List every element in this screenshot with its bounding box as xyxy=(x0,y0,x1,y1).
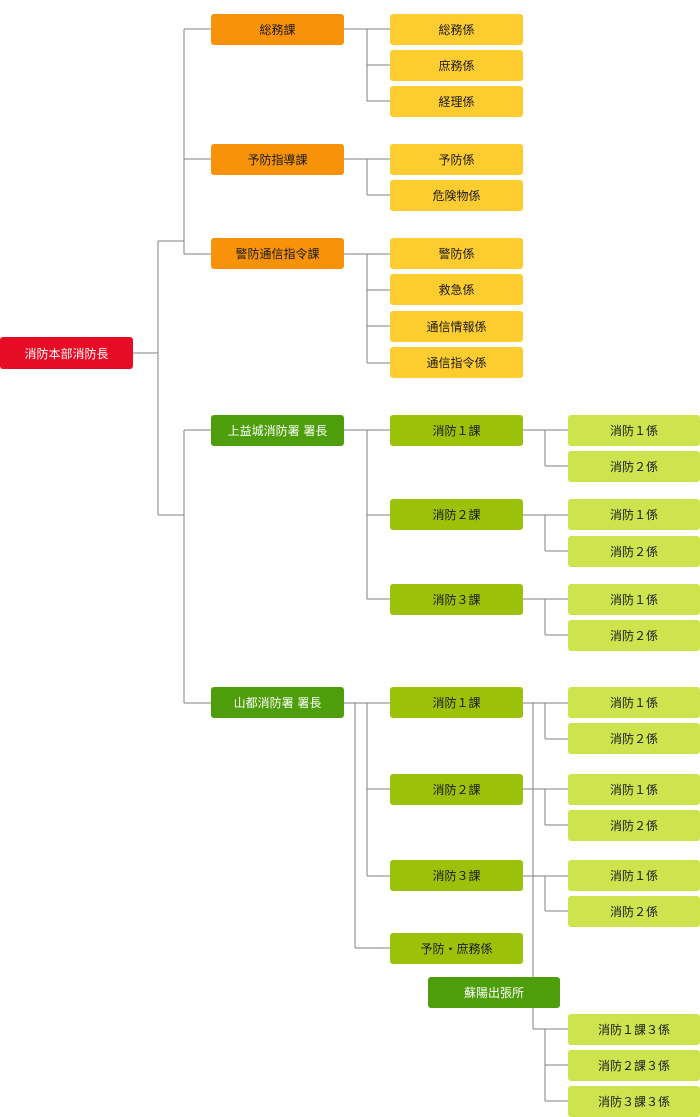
unit-box: 通信指令係 xyxy=(390,347,523,378)
unit-box: 経理係 xyxy=(390,86,523,117)
section-box: 予防指導課 xyxy=(211,144,344,175)
division-unit-box: 消防２係 xyxy=(568,536,700,567)
unit-box: 警防係 xyxy=(390,238,523,269)
unit-box: 庶務係 xyxy=(390,50,523,81)
section-box: 総務課 xyxy=(211,14,344,45)
division-unit-box: 消防１係 xyxy=(568,687,700,718)
division-unit-box: 消防１係 xyxy=(568,584,700,615)
prevention-box: 予防・庶務係 xyxy=(390,933,523,964)
division-unit-box: 消防２係 xyxy=(568,451,700,482)
chief-box: 消防本部消防長 xyxy=(0,337,133,369)
division-box: 消防１課 xyxy=(390,415,523,446)
division-unit-box: 消防２係 xyxy=(568,723,700,754)
division-unit-box: 消防２係 xyxy=(568,810,700,841)
branch-unit-box: 消防２課３係 xyxy=(568,1050,700,1081)
division-box: 消防３課 xyxy=(390,860,523,891)
unit-box: 救急係 xyxy=(390,274,523,305)
division-unit-box: 消防１係 xyxy=(568,499,700,530)
section-box: 警防通信指令課 xyxy=(211,238,344,269)
station-box: 山都消防署 署長 xyxy=(211,687,344,718)
unit-box: 予防係 xyxy=(390,144,523,175)
division-unit-box: 消防１係 xyxy=(568,774,700,805)
division-unit-box: 消防２係 xyxy=(568,896,700,927)
division-unit-box: 消防１係 xyxy=(568,860,700,891)
station-box: 上益城消防署 署長 xyxy=(211,415,344,446)
division-box: 消防１課 xyxy=(390,687,523,718)
division-unit-box: 消防２係 xyxy=(568,620,700,651)
unit-box: 危険物係 xyxy=(390,180,523,211)
branch-unit-box: 消防３課３係 xyxy=(568,1086,700,1117)
division-box: 消防２課 xyxy=(390,499,523,530)
unit-box: 通信情報係 xyxy=(390,311,523,342)
branch-box: 蘇陽出張所 xyxy=(428,977,560,1008)
division-box: 消防２課 xyxy=(390,774,523,805)
division-unit-box: 消防１係 xyxy=(568,415,700,446)
division-box: 消防３課 xyxy=(390,584,523,615)
branch-unit-box: 消防１課３係 xyxy=(568,1014,700,1045)
unit-box: 総務係 xyxy=(390,14,523,45)
